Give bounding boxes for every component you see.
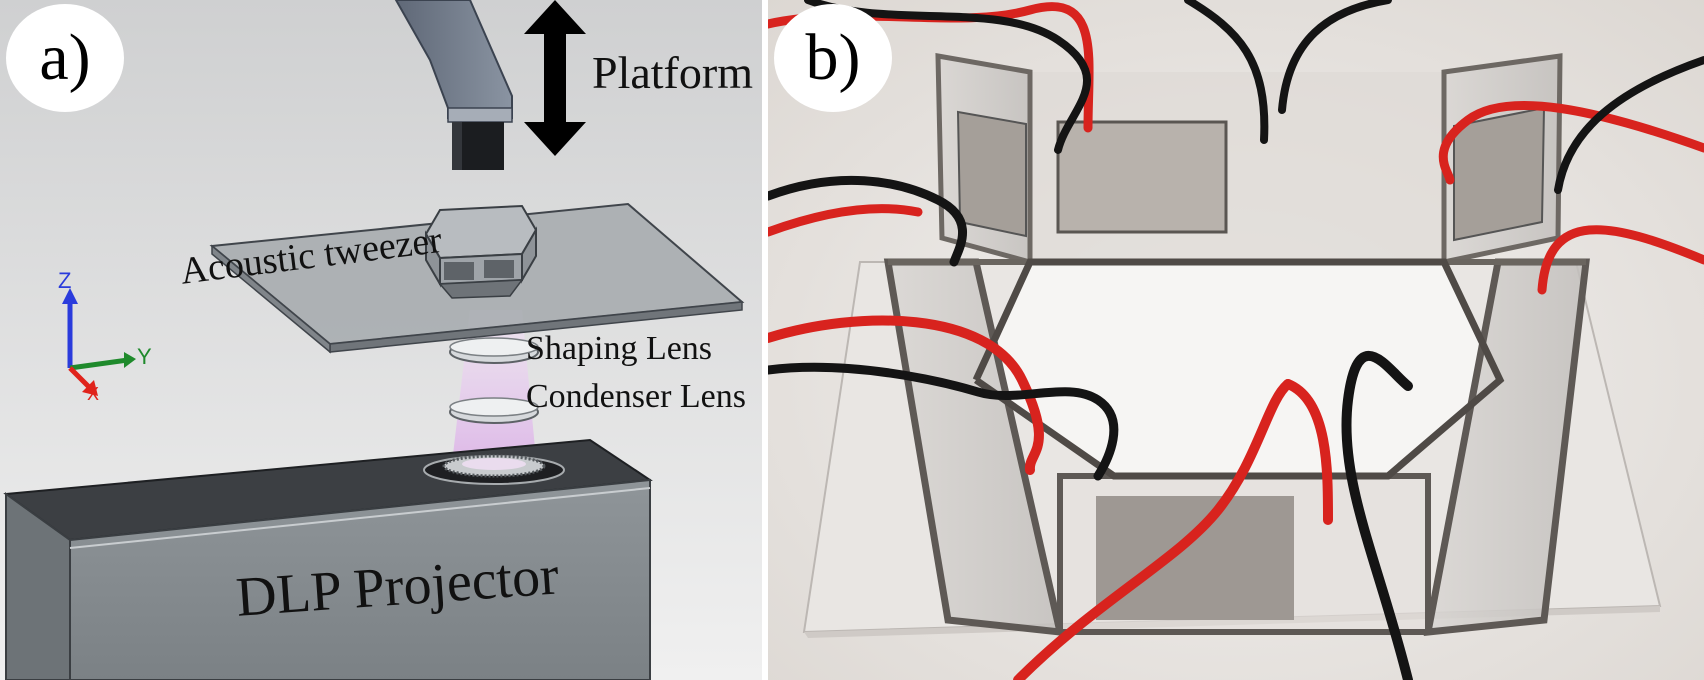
axis-label-z: Z: [58, 268, 72, 293]
shaping-lens: [449, 337, 539, 364]
hex-tweezer: [424, 204, 538, 299]
wires: [768, 0, 1704, 680]
axis-triad-icon: [62, 288, 136, 396]
panel-b-photo: [768, 0, 1704, 680]
panel-label-b: b): [774, 4, 892, 112]
chamber-floor: [976, 262, 1500, 476]
transducer-back-left: [956, 110, 1027, 238]
hex-chamber-walls: [883, 53, 1590, 637]
condenser-lens: [449, 397, 539, 424]
label-condenser-lens: Condenser Lens: [526, 378, 747, 415]
transducer-front: [1096, 496, 1294, 620]
platform-arm: [394, 0, 513, 170]
double-arrow-icon: [524, 0, 586, 156]
dlp-projector-body: [3, 438, 653, 680]
panel-label-a: a): [6, 4, 124, 112]
panel-a-drawing: [0, 0, 762, 680]
axis-label-x: X: [87, 384, 100, 404]
axis-label-y: Y: [137, 344, 152, 369]
label-platform: Platform: [592, 47, 753, 98]
label-shaping-lens: Shaping Lens: [526, 330, 713, 367]
panel-b: b): [768, 0, 1704, 680]
transducer-back-right: [1453, 106, 1546, 242]
panel-a: a) Platform Acoustic tweezer Shaping Len…: [0, 0, 762, 680]
transducer-back: [1056, 120, 1228, 234]
